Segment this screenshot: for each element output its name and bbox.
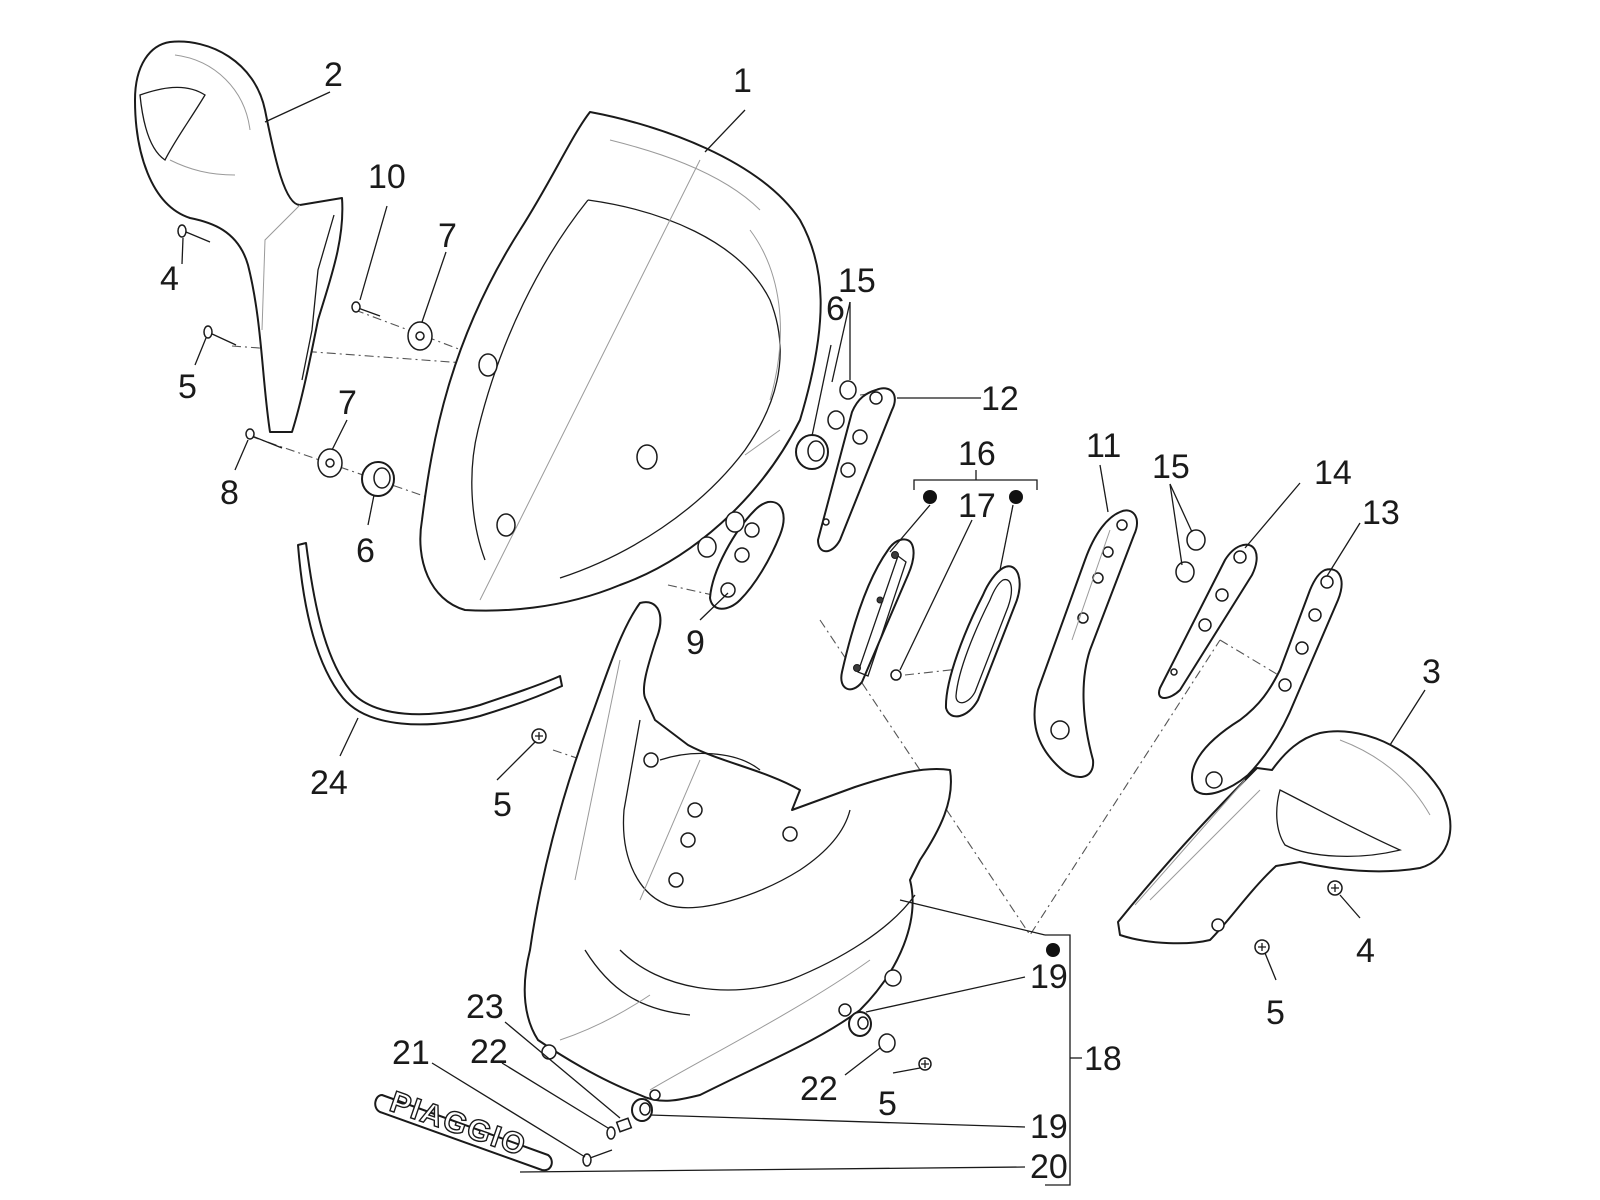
screw-4-right — [1327, 880, 1343, 896]
callout-19-top: 19 — [1030, 958, 1068, 996]
callout-15-right: 15 — [1152, 448, 1190, 486]
plate-9 — [697, 500, 785, 610]
callout-7-top: 7 — [438, 217, 457, 255]
callout-19-bottom: 19 — [1030, 1108, 1068, 1146]
front-cover — [523, 601, 952, 1102]
washer-7-top — [407, 321, 433, 351]
screw-5-bottom — [918, 1057, 932, 1071]
screw-10 — [351, 301, 381, 317]
hardware — [177, 224, 1343, 1167]
grommet-19-right — [848, 1011, 872, 1037]
assembly-markers — [923, 490, 1060, 957]
callout-17: 17 — [958, 487, 996, 525]
bracket-11 — [1033, 509, 1139, 778]
screw-5-left — [203, 325, 237, 346]
callout-5-center: 5 — [493, 786, 512, 824]
callout-20: 20 — [1030, 1148, 1068, 1186]
callout-24: 24 — [310, 764, 348, 802]
callout-10: 10 — [368, 158, 406, 196]
callout-14: 14 — [1314, 454, 1352, 492]
washer-22-bottom — [615, 1117, 633, 1133]
leader-lines — [181, 91, 1426, 1186]
callout-2: 2 — [324, 56, 343, 94]
callout-7-bottom: 7 — [338, 384, 357, 422]
washer-7-bottom — [317, 448, 343, 478]
callout-5-right: 5 — [1266, 994, 1285, 1032]
washer-22-right — [878, 1033, 896, 1053]
screw-5-center — [531, 728, 547, 744]
bracket-13 — [1191, 568, 1343, 795]
mirror-left — [134, 40, 344, 433]
callout-11: 11 — [1086, 427, 1121, 465]
grommet-19-bottom — [631, 1098, 653, 1122]
marker-dot — [1046, 943, 1060, 957]
grommet-6-right — [795, 434, 829, 470]
callout-13: 13 — [1362, 494, 1400, 532]
callout-9: 9 — [686, 624, 705, 662]
windshield — [419, 111, 822, 612]
grommet-6-left — [361, 461, 395, 497]
callout-4-left: 4 — [160, 260, 179, 298]
marker-dot — [1009, 490, 1023, 504]
callout-12: 12 — [981, 380, 1019, 418]
piaggio-badge: PIAGGIO — [374, 1085, 553, 1172]
callout-18: 18 — [1084, 1040, 1122, 1078]
callout-15-top: 15 — [838, 262, 876, 300]
callout-1: 1 — [733, 62, 752, 100]
screw-21 — [582, 1149, 613, 1167]
bracket-12 — [817, 380, 896, 553]
rubber-strip — [297, 542, 563, 726]
nut-17 — [890, 669, 902, 681]
callout-6-left: 6 — [356, 532, 375, 570]
plate-14 — [1158, 529, 1258, 699]
screw-8 — [245, 428, 283, 449]
callout-22-left: 22 — [470, 1033, 508, 1071]
callout-labels: 1 2 3 4 4 5 5 5 5 6 6 7 7 8 9 10 11 12 1… — [160, 56, 1441, 1186]
marker-dot — [923, 490, 937, 504]
callout-4-right: 4 — [1356, 932, 1375, 970]
callout-23: 23 — [466, 988, 504, 1026]
panel-16 — [840, 538, 915, 691]
seal-ring-16 — [944, 565, 1021, 718]
screw-4-left — [177, 224, 211, 243]
callout-6-right: 6 — [826, 290, 845, 328]
callout-3: 3 — [1422, 653, 1441, 691]
mirror-right — [1117, 730, 1452, 945]
callout-16: 16 — [958, 435, 996, 473]
callout-8: 8 — [220, 474, 239, 512]
callout-22-right: 22 — [800, 1070, 838, 1108]
callout-5-left: 5 — [178, 368, 197, 406]
washer-22-ring — [606, 1126, 616, 1140]
screw-5-right — [1254, 939, 1270, 955]
callout-5-bottom: 5 — [878, 1085, 897, 1123]
piaggio-logo-text: PIAGGIO — [386, 1085, 531, 1163]
callout-21: 21 — [392, 1034, 430, 1072]
